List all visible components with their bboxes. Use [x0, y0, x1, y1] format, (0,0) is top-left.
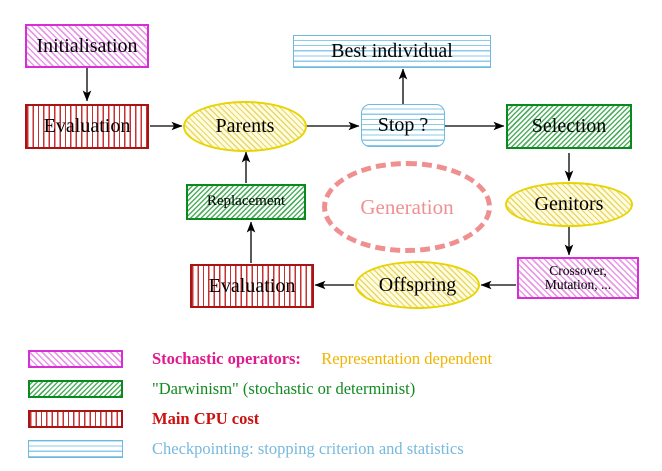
legend: Stochastic operators: Representation dep… [0, 338, 662, 471]
legend-row-checkpointing: Checkpointing: stopping criterion and st… [28, 435, 464, 462]
legend-label-main-cpu-cost: Main CPU cost [152, 408, 260, 428]
node-initialisation[interactable]: Initialisation [25, 24, 149, 68]
legend-label-stochastic-operators: Stochastic operators: [152, 348, 301, 368]
node-stop[interactable]: Stop ? [361, 104, 445, 147]
node-crossover-mutation[interactable]: Crossover, Mutation, ... [517, 257, 639, 299]
node-offspring[interactable]: Offspring [355, 261, 480, 309]
node-crossover-line1: Crossover, [549, 262, 607, 278]
node-selection-label: Selection [531, 115, 607, 137]
node-best-individual[interactable]: Best individual [293, 35, 491, 68]
legend-label-checkpointing: Checkpointing: stopping criterion and st… [152, 438, 464, 458]
legend-swatch-blue [28, 439, 123, 458]
legend-swatch-red [28, 409, 123, 428]
legend-label-representation-dependent: Representation dependent [321, 348, 493, 368]
node-genitors-label: Genitors [534, 193, 604, 215]
node-crossover-line2: Mutation, ... [544, 277, 612, 292]
legend-swatch-magenta [28, 349, 123, 368]
node-generation-label: Generation [360, 194, 454, 219]
node-selection[interactable]: Selection [506, 104, 632, 149]
node-genitors[interactable]: Genitors [505, 182, 633, 227]
node-replacement-label: Replacement [206, 193, 286, 210]
legend-row-stochastic: Stochastic operators: Representation dep… [28, 345, 492, 372]
legend-label-darwinism: "Darwinism" (stochastic or determinist) [152, 378, 416, 398]
node-offspring-label: Offspring [378, 273, 457, 296]
node-best-individual-label: Best individual [331, 40, 453, 62]
node-parents-label: Parents [215, 115, 275, 137]
node-parents[interactable]: Parents [183, 101, 307, 152]
node-generation: Generation [322, 161, 492, 253]
node-stop-label: Stop ? [377, 114, 429, 136]
node-evaluation-top[interactable]: Evaluation [25, 104, 149, 149]
legend-swatch-green [28, 379, 123, 398]
node-replacement[interactable]: Replacement [186, 184, 306, 220]
node-initialisation-label: Initialisation [36, 34, 138, 57]
node-evaluation-bottom-label: Evaluation [208, 274, 296, 297]
node-evaluation-top-label: Evaluation [43, 115, 131, 137]
legend-row-cpu-cost: Main CPU cost [28, 405, 259, 432]
node-evaluation-bottom[interactable]: Evaluation [190, 264, 314, 308]
legend-row-darwinism: "Darwinism" (stochastic or determinist) [28, 375, 415, 402]
